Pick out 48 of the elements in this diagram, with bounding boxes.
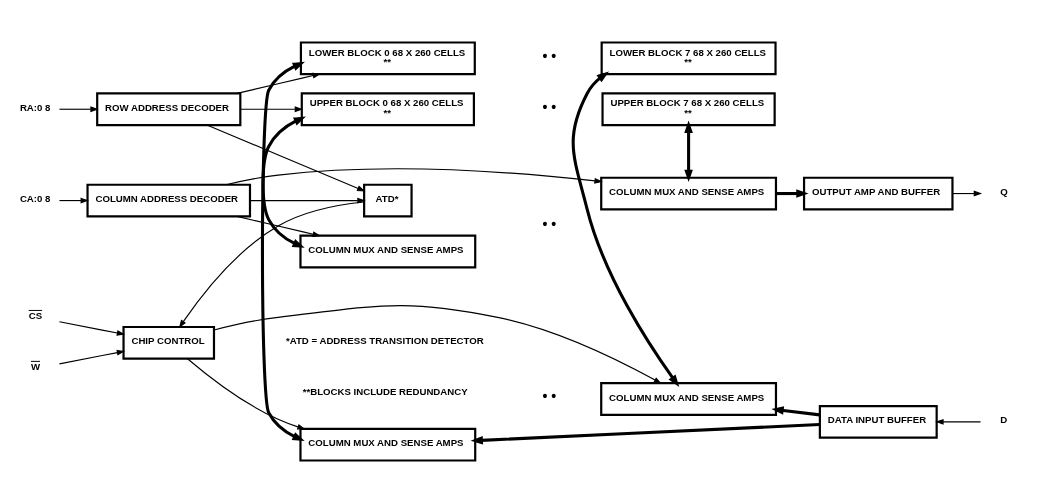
node-text: D bbox=[1000, 414, 1008, 426]
node-text: Q bbox=[1000, 186, 1008, 198]
arrow bbox=[935, 418, 982, 425]
node-box: UPPER BLOCK 7 68 X 260 CELLS ** bbox=[601, 92, 776, 127]
arrow bbox=[58, 106, 99, 113]
node-box: COLUMN ADDRESS DECODER bbox=[86, 183, 252, 218]
label: **BLOCKS INCLUDE REDUNDANCY bbox=[302, 386, 468, 398]
arrow bbox=[213, 305, 663, 384]
arrow bbox=[249, 197, 366, 204]
arrow bbox=[225, 168, 603, 186]
node-box: LOWER BLOCK 0 68 X 260 CELLS ** bbox=[299, 41, 476, 76]
label: • • bbox=[542, 388, 557, 405]
arrow bbox=[684, 120, 693, 183]
arrow bbox=[58, 321, 126, 336]
node-box: UPPER BLOCK 0 68 X 260 CELLS ** bbox=[300, 92, 475, 127]
arrow bbox=[239, 106, 304, 113]
node-box: COLUMN MUX AND SENSE AMPS bbox=[299, 234, 477, 269]
arrow bbox=[206, 124, 366, 192]
node-box: DATA INPUT BUFFER bbox=[818, 404, 938, 439]
node-box: ATD* bbox=[363, 183, 413, 218]
node-text: CA:0 8 bbox=[19, 193, 51, 205]
node-box: LOWER BLOCK 7 68 X 260 CELLS ** bbox=[600, 41, 777, 76]
arrow bbox=[186, 358, 306, 430]
arrow bbox=[236, 72, 321, 94]
arrow bbox=[771, 406, 820, 417]
node-text: W bbox=[30, 360, 41, 372]
arrow bbox=[776, 189, 809, 198]
label: • • bbox=[542, 215, 557, 232]
arrow bbox=[260, 61, 305, 442]
node-box: OUTPUT AMP AND BUFFER bbox=[802, 176, 954, 211]
arrow bbox=[571, 71, 680, 387]
arrow bbox=[58, 349, 126, 365]
label: • • bbox=[542, 47, 557, 64]
arrow bbox=[178, 201, 365, 329]
label: *ATD = ADDRESS TRANSITION DETECTOR bbox=[285, 335, 484, 347]
label: • • bbox=[542, 98, 557, 115]
arrow bbox=[261, 116, 306, 248]
arrow bbox=[58, 197, 89, 204]
node-box: COLUMN MUX AND SENSE AMPS bbox=[600, 176, 778, 211]
node-box: CHIP CONTROL bbox=[122, 325, 216, 360]
node-text: CS bbox=[28, 309, 43, 321]
node-text: RA:0 8 bbox=[19, 101, 51, 113]
arrow bbox=[951, 190, 983, 197]
arrow bbox=[470, 423, 820, 445]
arrow bbox=[236, 215, 321, 238]
node-box: ROW ADDRESS DECODER bbox=[96, 92, 242, 127]
node-box: COLUMN MUX AND SENSE AMPS bbox=[299, 427, 477, 462]
node-box: COLUMN MUX AND SENSE AMPS bbox=[600, 382, 778, 416]
